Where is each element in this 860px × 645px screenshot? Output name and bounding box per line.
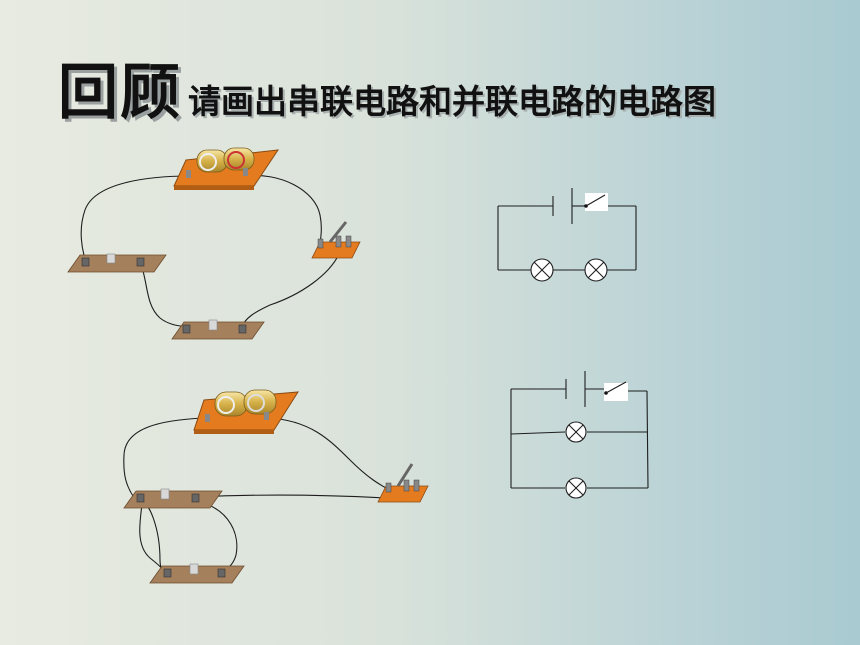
series-physical-circuit xyxy=(80,174,341,328)
wire xyxy=(139,261,188,328)
title-main: 回顾 xyxy=(58,58,182,128)
lamp-symbol xyxy=(584,258,608,282)
wire xyxy=(244,174,322,247)
switch-parallel xyxy=(377,463,429,503)
wire xyxy=(139,499,167,573)
bulb-board-parallel-top xyxy=(123,488,223,509)
lamp-symbol xyxy=(565,477,587,499)
wire xyxy=(646,390,649,489)
wire xyxy=(80,175,191,263)
parallel-schematic xyxy=(510,371,649,499)
lamp-symbol xyxy=(530,258,554,282)
switch-blade xyxy=(605,381,627,394)
title-subtitle: 请画出串联电路和并联电路的电路图 xyxy=(188,82,716,121)
switch-series xyxy=(311,221,361,259)
lamp-symbol xyxy=(565,421,587,443)
wire xyxy=(241,251,341,328)
wire xyxy=(123,417,205,497)
battery-holder-parallel xyxy=(193,389,299,434)
switch-plate xyxy=(604,383,628,401)
bulb-board-series-left xyxy=(67,253,167,273)
wire xyxy=(510,431,566,435)
switch-plate xyxy=(585,193,608,211)
bulb-board-parallel-bottom xyxy=(149,563,245,584)
series-schematic xyxy=(497,188,637,282)
wire xyxy=(199,501,238,573)
battery-holder-series xyxy=(173,147,280,190)
switch-blade xyxy=(585,194,606,207)
wire xyxy=(194,494,386,499)
slide-title: 回顾请画出串联电路和并联电路的电路图 xyxy=(58,44,716,131)
wire xyxy=(267,417,391,491)
bulb-board-series-bottom xyxy=(171,319,265,340)
